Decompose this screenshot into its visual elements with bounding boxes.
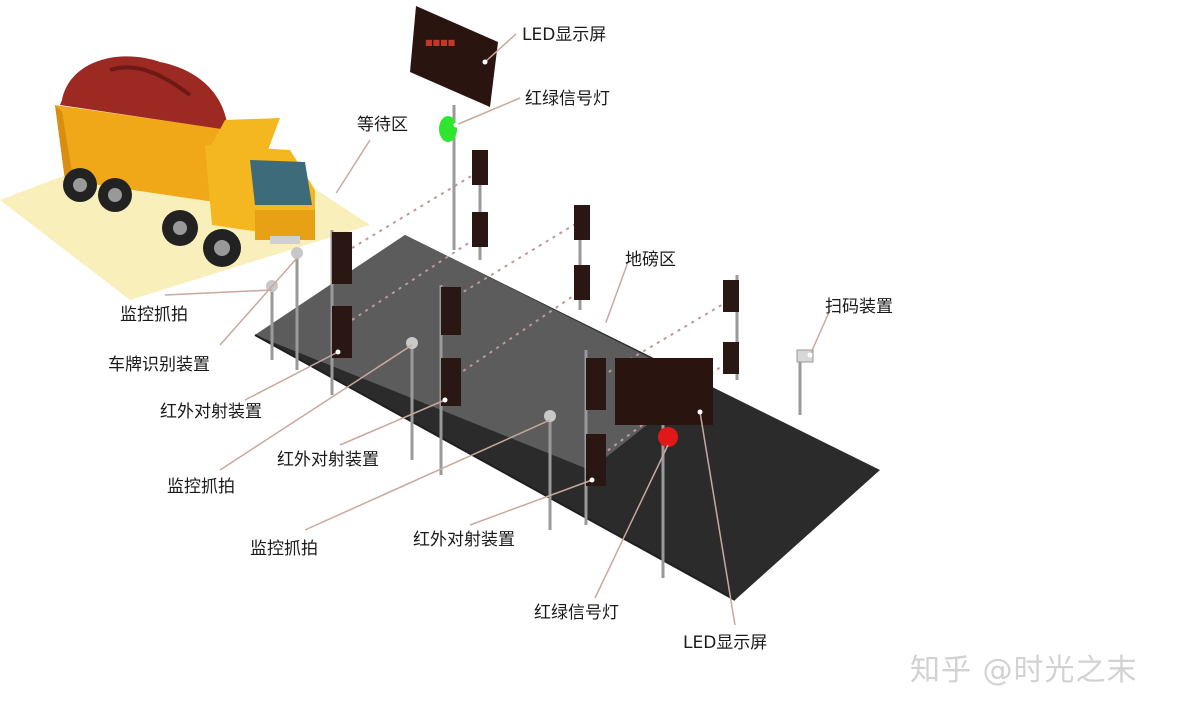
weighbridge-platform [254,235,880,601]
label-monitor-capture-1: 监控抓拍 [120,305,188,325]
label-monitor-capture-2: 监控抓拍 [167,477,235,497]
label-infrared-1: 红外对射装置 [160,402,262,422]
label-signal-bottom: 红绿信号灯 [534,603,619,623]
label-scan-device: 扫码装置 [825,297,893,317]
label-led-top: LED显示屏 [522,25,607,45]
label-led-bottom: LED显示屏 [683,633,768,653]
led-screen-top: ■■■■ [410,6,498,107]
truck [55,56,315,267]
led-screen-bottom [615,358,713,425]
label-waiting-zone: 等待区 [357,115,408,135]
label-infrared-3: 红外对射装置 [413,530,515,550]
infrared-boxes [332,150,739,486]
callout-dots [332,59,813,483]
watermark: 知乎 @时光之末 [910,653,1138,688]
label-plate-recognition: 车牌识别装置 [108,355,210,375]
green-signal-light [439,116,457,142]
label-weighbridge-zone: 地磅区 [625,250,676,270]
camera-heads [266,247,556,422]
red-signal-light [658,427,678,447]
callout-lines [164,33,831,626]
svg-text:■■■■: ■■■■ [425,38,455,47]
label-signal-top: 红绿信号灯 [525,89,610,109]
label-infrared-2: 红外对射装置 [277,450,379,470]
label-monitor-capture-3: 监控抓拍 [250,539,318,559]
